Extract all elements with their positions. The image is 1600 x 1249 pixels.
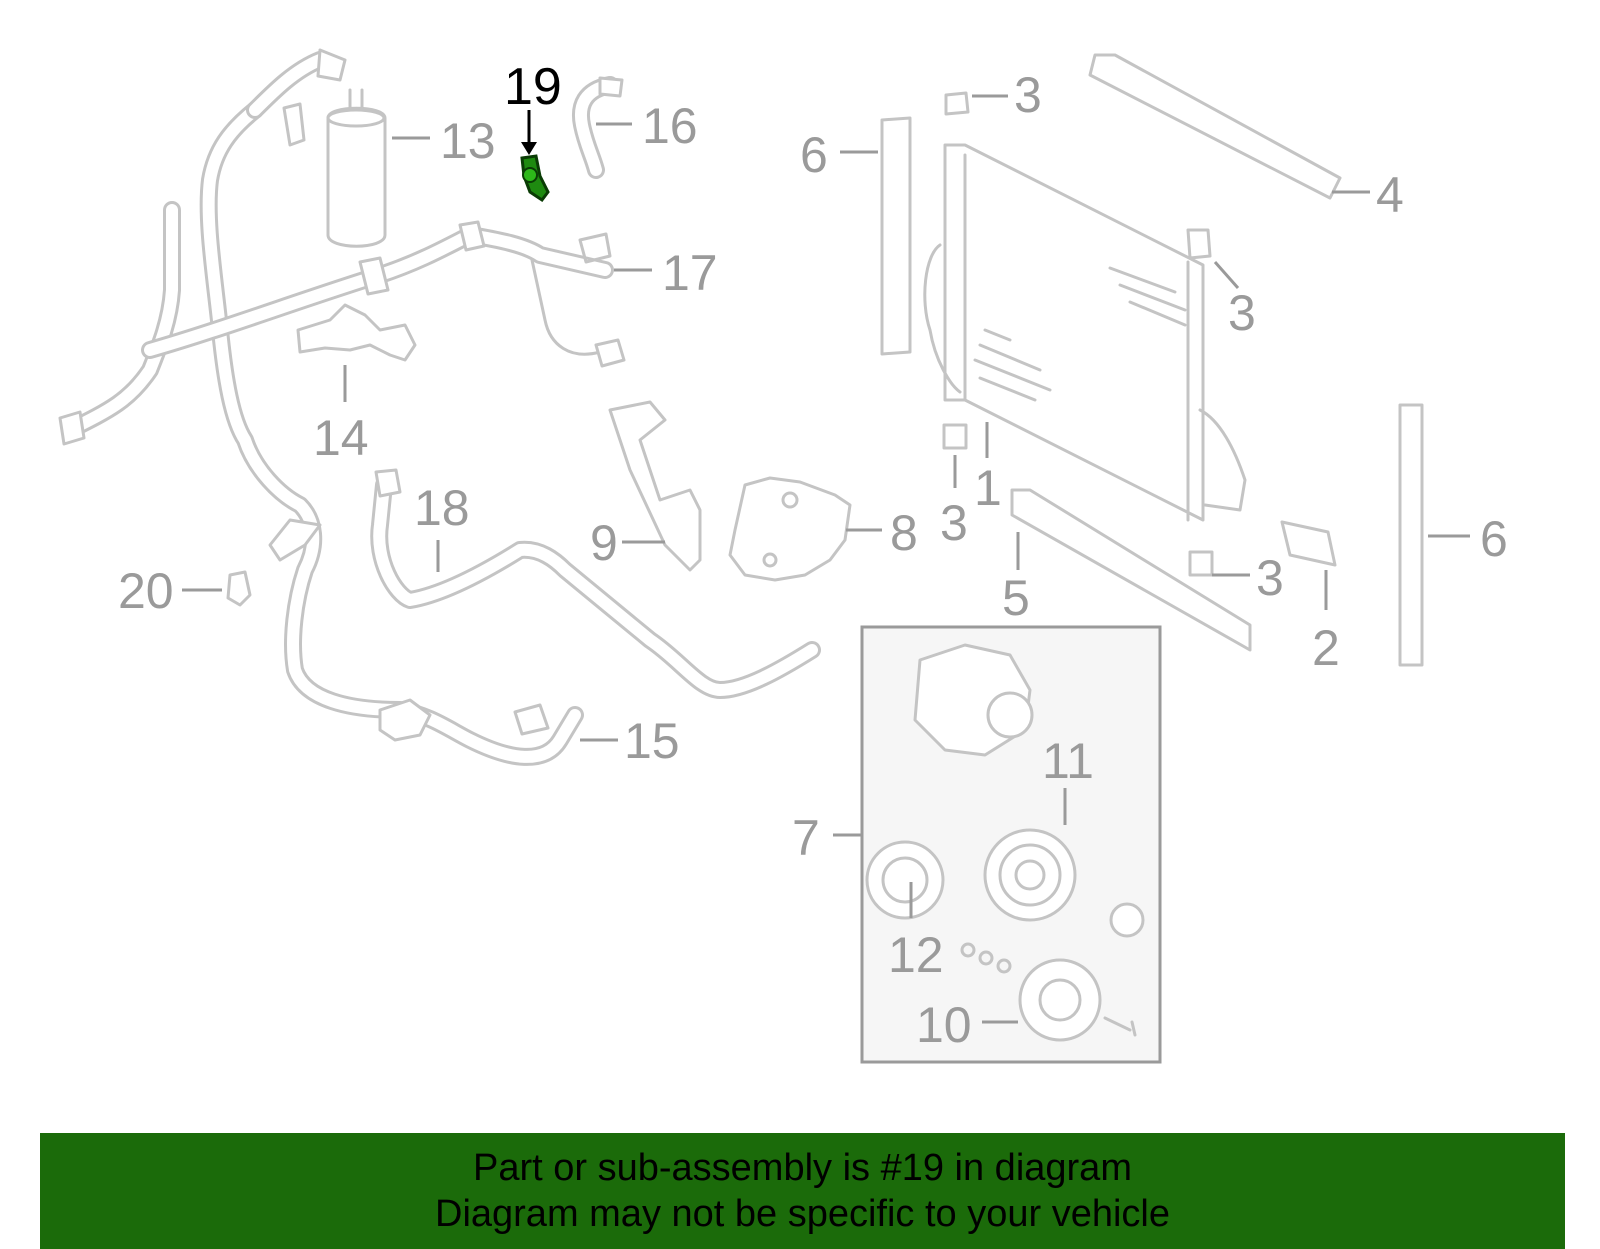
callout-9: 9	[590, 515, 618, 571]
callout-18: 18	[414, 480, 470, 536]
callout-8: 8	[890, 505, 918, 561]
callout-3-bottom: 3	[1256, 550, 1284, 606]
highlighted-part-19	[520, 154, 550, 203]
callout-13: 13	[440, 113, 496, 169]
grommets	[942, 91, 1214, 577]
callout-3-right: 3	[1228, 285, 1256, 341]
pressure-tube	[572, 76, 624, 179]
callout-19: 19	[504, 58, 562, 116]
callout-17: 17	[662, 245, 718, 301]
receiver-drier	[326, 88, 387, 248]
discharge-line	[370, 468, 821, 699]
bracket-2	[1280, 520, 1337, 567]
suction-hose-assembly	[58, 48, 584, 766]
liquid-line-assembly	[141, 220, 626, 368]
callout-12: 12	[888, 927, 944, 983]
callout-15: 15	[624, 713, 680, 769]
upper-seal	[1088, 53, 1342, 200]
callout-3-mid: 3	[940, 495, 968, 551]
callout-6-right: 6	[1480, 511, 1508, 567]
clip-20	[226, 570, 252, 607]
banner-line-1: Part or sub-assembly is #19 in diagram	[473, 1147, 1132, 1189]
callout-4: 4	[1376, 167, 1404, 223]
callout-10: 10	[916, 997, 972, 1053]
callout-5: 5	[1002, 570, 1030, 626]
info-banner: Part or sub-assembly is #19 in diagram D…	[40, 1133, 1565, 1249]
callout-6-left: 6	[800, 127, 828, 183]
banner-line-2: Diagram may not be specific to your vehi…	[435, 1193, 1170, 1235]
lower-seal	[1010, 488, 1252, 652]
callout-3-top: 3	[1014, 67, 1042, 123]
callouts: 19 13 16 17 14 18 20 15 9 8 6 3	[118, 58, 1508, 1053]
callout-2: 2	[1312, 620, 1340, 676]
condenser	[923, 143, 1247, 522]
callout-16: 16	[642, 98, 698, 154]
side-seal-left	[880, 116, 912, 356]
callout-14: 14	[313, 410, 369, 466]
callout-1: 1	[974, 460, 1002, 516]
callout-11: 11	[1042, 733, 1094, 789]
callout-20: 20	[118, 563, 174, 619]
side-seal-right	[1398, 403, 1424, 667]
compressor-bracket-8	[728, 476, 852, 582]
drier-bracket	[296, 303, 417, 362]
mounting-bracket-9	[608, 400, 702, 572]
compressor-box	[860, 625, 1162, 1064]
callout-7: 7	[792, 810, 820, 866]
